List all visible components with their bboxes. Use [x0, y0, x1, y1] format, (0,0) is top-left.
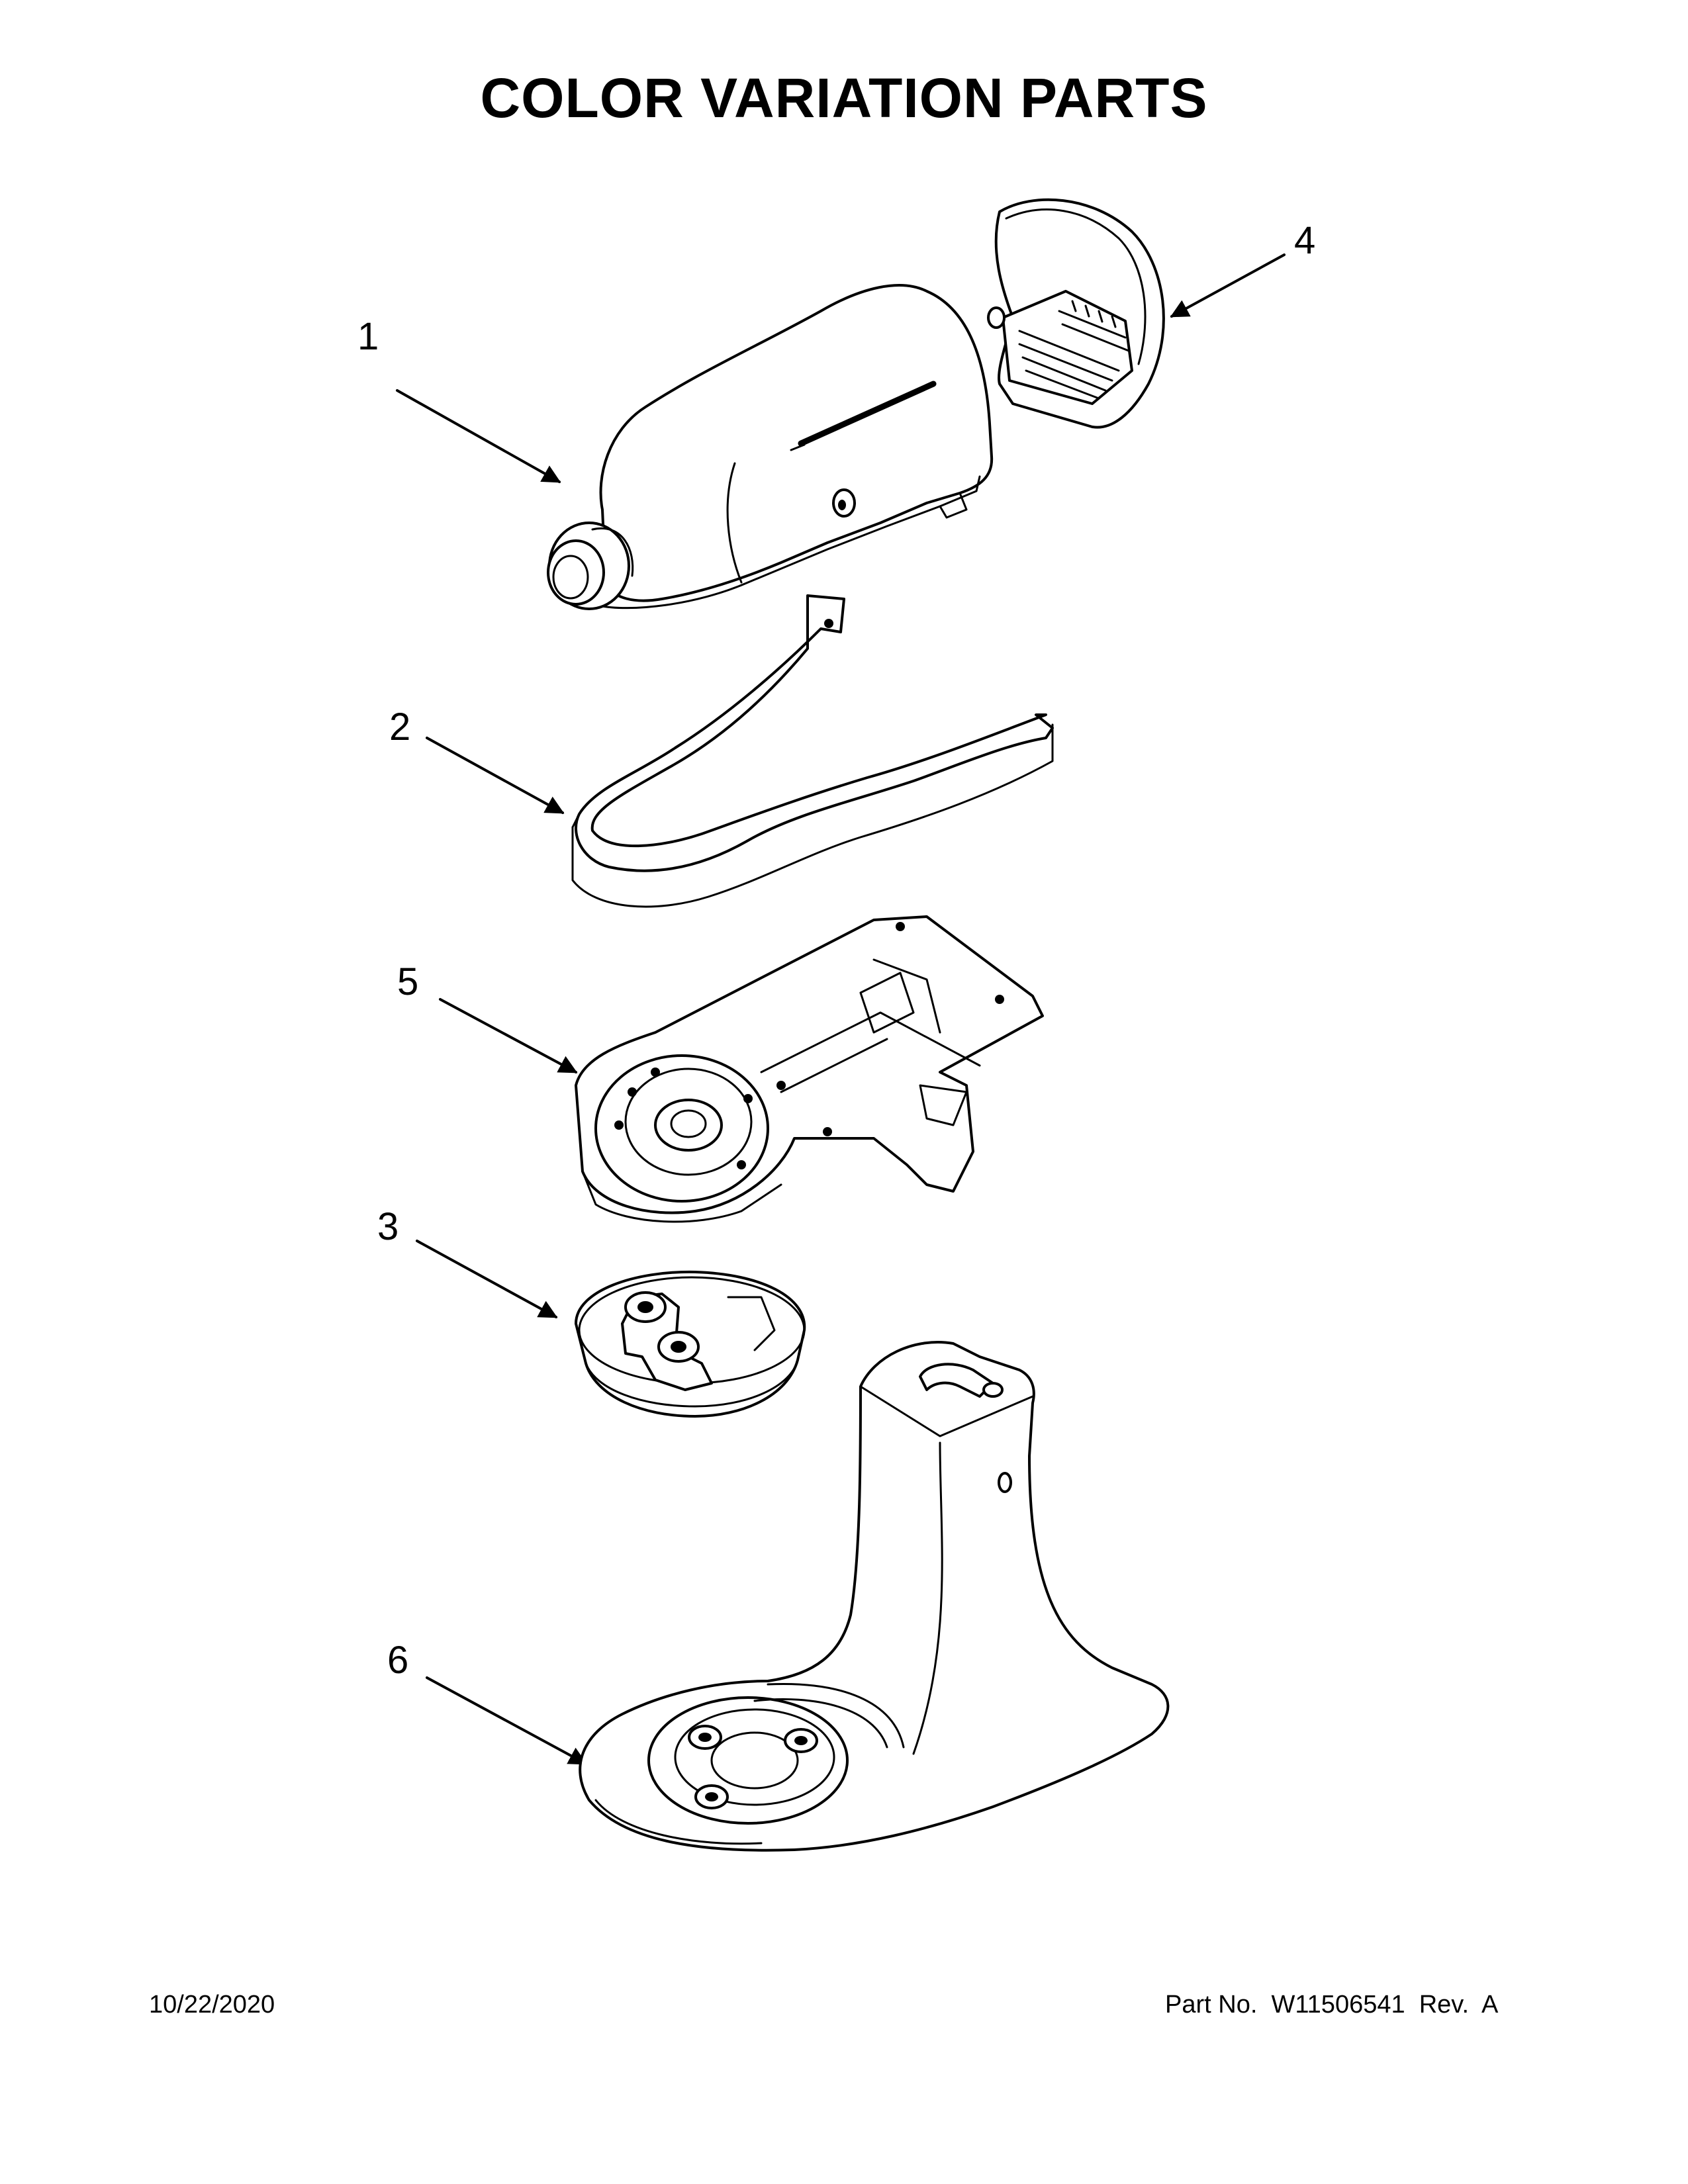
part-5-gear-housing — [575, 915, 1044, 1223]
part-4-rear-cover — [987, 198, 1165, 429]
part-1-motor-housing — [547, 284, 994, 610]
callout-1: 1 — [357, 315, 379, 358]
revision-date: 10/22/2020 — [149, 1991, 275, 2019]
part-3-planetary-mount — [575, 1270, 806, 1418]
part-6-stand-pedestal — [579, 1341, 1170, 1852]
callout-5: 5 — [397, 960, 419, 1003]
leader-arrow-3 — [416, 1240, 558, 1318]
leader-arrow-6 — [426, 1676, 588, 1765]
callout-4: 4 — [1294, 219, 1316, 262]
part-number: Part No. W11506541 Rev. A — [1165, 1991, 1499, 2019]
leader-arrow-1 — [396, 389, 561, 483]
leader-lines — [396, 253, 1286, 1765]
page-title: COLOR VARIATION PARTS — [480, 67, 1208, 129]
leader-arrow-4 — [1170, 253, 1286, 318]
callout-3: 3 — [377, 1205, 399, 1248]
callout-6: 6 — [387, 1639, 409, 1682]
part-2-trim-band — [571, 594, 1054, 908]
leader-arrow-5 — [439, 998, 578, 1073]
leader-arrow-2 — [426, 737, 565, 814]
callout-2: 2 — [389, 705, 411, 749]
